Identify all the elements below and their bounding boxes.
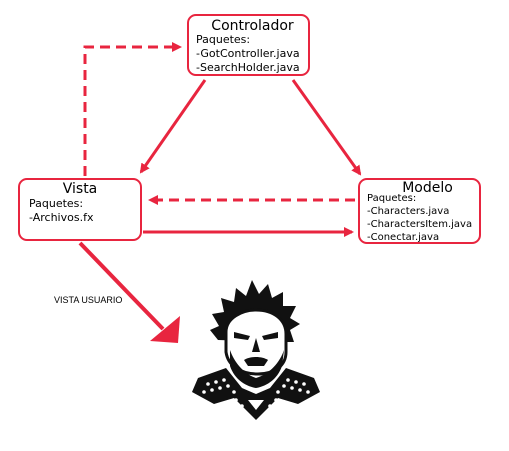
arrow-controlador-to-modelo (291, 79, 362, 176)
modelo-packages: Paquetes: -Characters.java -CharactersIt… (367, 192, 472, 244)
vista-title: Vista (62, 181, 98, 197)
controlador-line: Paquetes: (196, 33, 251, 46)
controlador-line: -SearchHolder.java (196, 61, 300, 74)
vista-box: Vista Paquetes: -Archivos.fx (18, 178, 142, 241)
modelo-line: -CharactersItem.java (367, 219, 473, 230)
vista-packages: Paquetes: -Archivos.fx (29, 197, 93, 225)
modelo-line: -Conectar.java (367, 232, 440, 243)
modelo-title: Modelo (402, 180, 453, 196)
controlador-packages: Paquetes: -GotController.java -SearchHol… (196, 33, 300, 75)
arrow-controlador-to-vista (139, 79, 207, 174)
controlador-line: -GotController.java (196, 47, 300, 60)
vista-line: Paquetes: (29, 197, 84, 210)
arrowhead-vista-to-user (150, 316, 180, 343)
modelo-line: -Characters.java (367, 206, 450, 217)
controlador-box: Controlador Paquetes: -GotController.jav… (187, 14, 310, 76)
controlador-title: Controlador (211, 18, 294, 34)
vista-line: -Archivos.fx (29, 211, 94, 224)
arrow-vista-to-controlador-dashed (83, 42, 182, 176)
vista-usuario-label: VISTA USUARIO (54, 295, 123, 305)
arrow-vista-to-user (78, 241, 165, 331)
bearded-warrior-icon (192, 280, 320, 420)
modelo-box: Modelo Paquetes: -Characters.java -Chara… (358, 178, 481, 244)
modelo-line: Paquetes: (367, 193, 417, 204)
